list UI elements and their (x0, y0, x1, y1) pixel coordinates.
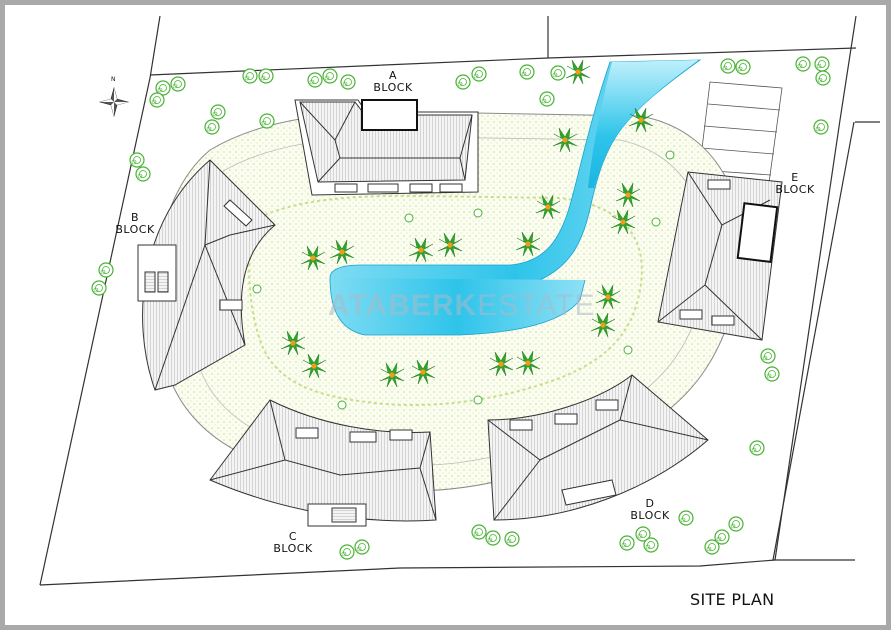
block-c-letter: C (288, 530, 298, 543)
lamp-posts (252, 150, 675, 410)
block-e-label: E BLOCK (770, 172, 820, 196)
swimming-pool (329, 59, 702, 336)
block-c-label: C BLOCK (268, 531, 318, 555)
building-a (294, 99, 479, 196)
compass-north-label: N (111, 76, 116, 83)
building-c (209, 399, 437, 527)
block-a-word: BLOCK (373, 81, 413, 94)
block-a-letter: A (388, 69, 398, 82)
site-plan-title: SITE PLAN (690, 590, 775, 609)
building-d (487, 374, 709, 521)
block-b-letter: B (130, 211, 140, 224)
block-e-word: BLOCK (775, 183, 815, 196)
block-b-label: B BLOCK (110, 212, 160, 236)
block-d-label: D BLOCK (625, 498, 675, 522)
watermark-brand: ATABERK (328, 289, 478, 322)
watermark-suffix: ESTATE (477, 289, 596, 322)
block-b-word: BLOCK (115, 223, 155, 236)
watermark: ATABERKESTATE (328, 289, 595, 323)
building-e (657, 171, 783, 341)
block-a-label: A BLOCK (368, 70, 418, 94)
compass-rose-icon (98, 86, 130, 118)
building-b (137, 159, 276, 391)
block-d-word: BLOCK (630, 509, 670, 522)
block-e-letter: E (791, 171, 799, 184)
block-d-letter: D (645, 497, 655, 510)
plot-boundary (39, 15, 880, 586)
block-c-word: BLOCK (273, 542, 313, 555)
